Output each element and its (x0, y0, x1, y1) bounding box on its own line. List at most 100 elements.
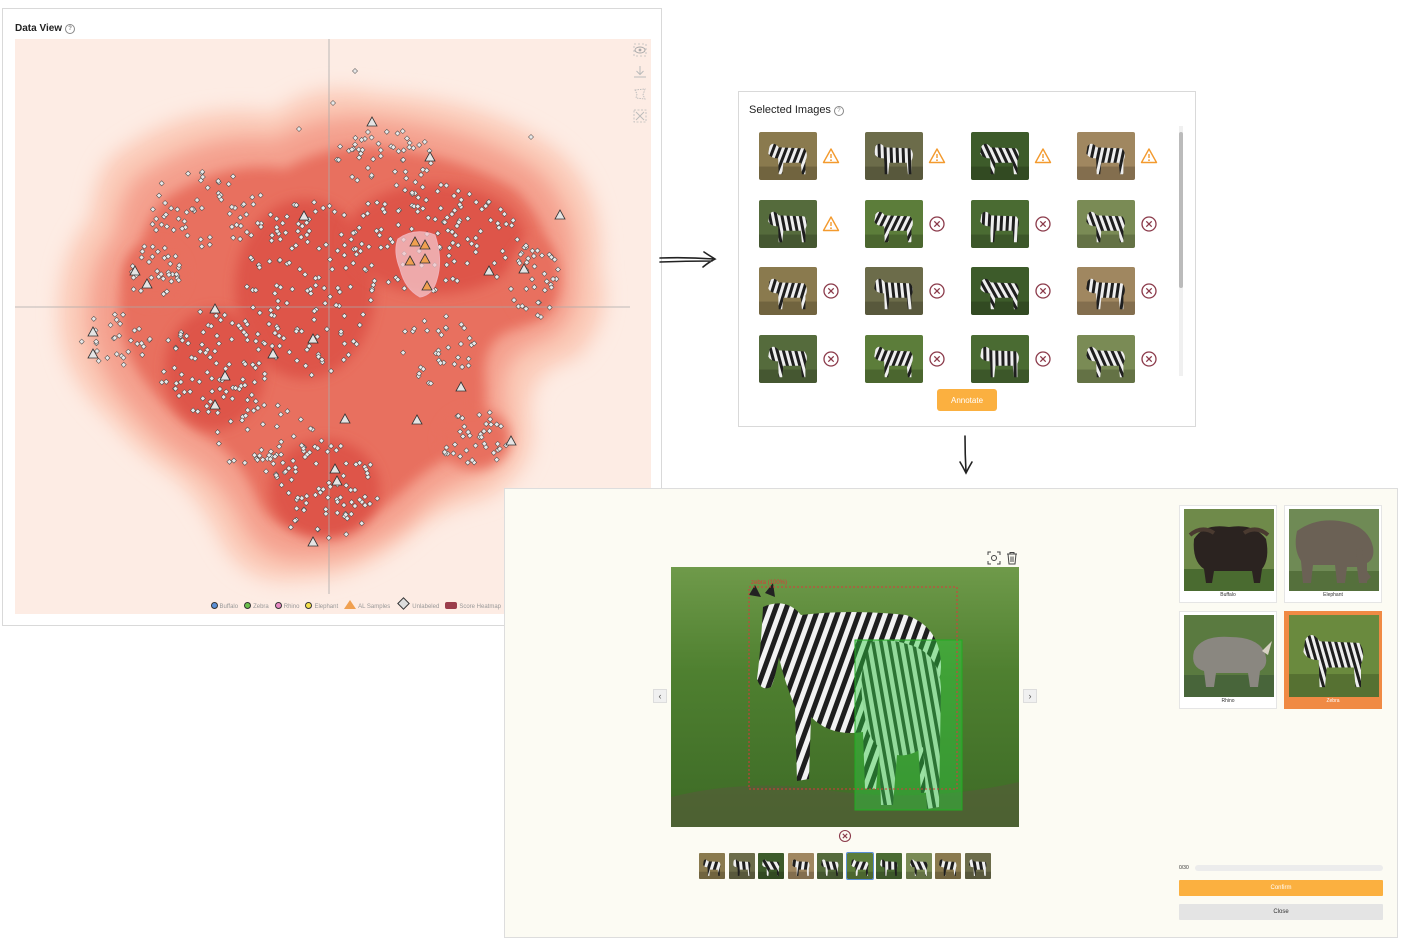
unlabeled-point[interactable] (249, 361, 256, 368)
unlabeled-point[interactable] (390, 144, 397, 151)
unlabeled-point[interactable] (292, 468, 299, 475)
unlabeled-point[interactable] (311, 199, 318, 206)
unlabeled-point[interactable] (223, 388, 230, 395)
unlabeled-point[interactable] (427, 160, 434, 167)
al-sample-marker[interactable] (419, 239, 431, 250)
unlabeled-point[interactable] (239, 376, 246, 383)
unlabeled-point[interactable] (261, 402, 268, 409)
unlabeled-point[interactable] (352, 135, 359, 141)
unlabeled-point[interactable] (427, 380, 434, 387)
unlabeled-point[interactable] (421, 318, 428, 324)
unlabeled-point[interactable] (226, 458, 233, 465)
unlabeled-point[interactable] (154, 248, 161, 255)
unlabeled-point[interactable] (481, 428, 487, 435)
unlabeled-point[interactable] (235, 322, 242, 329)
unlabeled-point[interactable] (284, 213, 290, 220)
unlabeled-point[interactable] (472, 249, 479, 255)
unlabeled-point[interactable] (146, 336, 153, 342)
unlabeled-point[interactable] (257, 192, 264, 199)
category-card-zebra[interactable]: Zebra (1284, 611, 1382, 709)
selected-image-thumbnail[interactable] (865, 200, 923, 248)
unlabeled-point[interactable] (471, 340, 478, 347)
unlabeled-point[interactable] (337, 494, 344, 501)
unlabeled-point[interactable] (199, 341, 205, 348)
al-sample-marker[interactable] (419, 253, 431, 264)
unlabeled-point[interactable] (252, 364, 259, 371)
unlabeled-point[interactable] (253, 338, 259, 345)
annotate-button[interactable]: Annotate (937, 389, 997, 411)
unlabeled-point[interactable] (464, 459, 471, 466)
unlabeled-point[interactable] (457, 453, 464, 460)
unlabeled-point[interactable] (275, 304, 281, 311)
unlabeled-point[interactable] (303, 219, 310, 226)
unlabeled-point[interactable] (530, 253, 537, 259)
unlabeled-point[interactable] (511, 297, 517, 304)
al-sample-marker[interactable] (339, 413, 351, 424)
al-sample-marker[interactable] (505, 435, 517, 446)
unlabeled-point[interactable] (350, 230, 357, 236)
unlabeled-point[interactable] (486, 428, 493, 434)
unlabeled-point[interactable] (403, 175, 410, 182)
unlabeled-point[interactable] (365, 200, 371, 207)
unlabeled-point[interactable] (242, 382, 248, 389)
unlabeled-point[interactable] (282, 229, 289, 236)
unlabeled-point[interactable] (160, 291, 167, 297)
unlabeled-point[interactable] (459, 364, 466, 370)
unlabeled-point[interactable] (487, 416, 494, 423)
unlabeled-point[interactable] (551, 256, 558, 263)
unlabeled-point[interactable] (483, 421, 490, 427)
unlabeled-point[interactable] (173, 380, 180, 387)
unlabeled-point[interactable] (415, 194, 422, 201)
unlabeled-point[interactable] (167, 260, 174, 267)
unlabeled-point[interactable] (352, 68, 358, 74)
unlabeled-point[interactable] (445, 344, 452, 351)
al-sample-marker[interactable] (554, 209, 566, 220)
al-sample-marker[interactable] (409, 236, 421, 247)
unlabeled-point[interactable] (408, 226, 415, 232)
unlabeled-point[interactable] (362, 502, 368, 509)
unlabeled-point[interactable] (220, 394, 227, 400)
unlabeled-point[interactable] (437, 205, 444, 212)
unlabeled-point[interactable] (277, 411, 284, 418)
unlabeled-point[interactable] (340, 356, 347, 363)
unlabeled-point[interactable] (111, 311, 118, 318)
unlabeled-point[interactable] (261, 375, 268, 382)
unlabeled-point[interactable] (356, 496, 363, 503)
unlabeled-point[interactable] (138, 254, 145, 261)
unlabeled-point[interactable] (493, 456, 500, 463)
unlabeled-point[interactable] (138, 287, 144, 294)
unlabeled-point[interactable] (523, 259, 530, 266)
unlabeled-point[interactable] (355, 146, 362, 153)
unlabeled-point[interactable] (377, 153, 384, 159)
unlabeled-point[interactable] (438, 332, 445, 338)
unlabeled-point[interactable] (302, 271, 308, 278)
al-sample-marker[interactable] (209, 303, 221, 314)
unlabeled-point[interactable] (174, 206, 181, 213)
unlabeled-point[interactable] (293, 328, 300, 335)
al-sample-marker[interactable] (483, 265, 495, 276)
unlabeled-point[interactable] (314, 445, 321, 452)
unlabeled-point[interactable] (525, 255, 532, 262)
unlabeled-point[interactable] (503, 221, 510, 227)
unlabeled-point[interactable] (345, 351, 352, 358)
unlabeled-point[interactable] (312, 275, 319, 282)
unlabeled-point[interactable] (230, 173, 236, 180)
unlabeled-point[interactable] (381, 201, 388, 208)
al-sample-marker[interactable] (87, 348, 99, 359)
unlabeled-point[interactable] (362, 493, 368, 500)
unlabeled-point[interactable] (414, 203, 421, 210)
unlabeled-point[interactable] (237, 223, 244, 229)
unlabeled-point[interactable] (250, 201, 257, 208)
selected-image-thumbnail[interactable] (759, 132, 817, 180)
unlabeled-point[interactable] (314, 333, 321, 340)
unlabeled-point[interactable] (251, 452, 258, 459)
unlabeled-point[interactable] (434, 188, 441, 195)
selected-image-thumbnail[interactable] (759, 267, 817, 315)
unlabeled-point[interactable] (173, 271, 180, 278)
unlabeled-point[interactable] (272, 290, 278, 297)
strip-thumbnail[interactable] (876, 853, 902, 879)
strip-thumbnail[interactable] (905, 853, 932, 879)
unlabeled-point[interactable] (423, 167, 430, 174)
unlabeled-point[interactable] (368, 287, 375, 294)
